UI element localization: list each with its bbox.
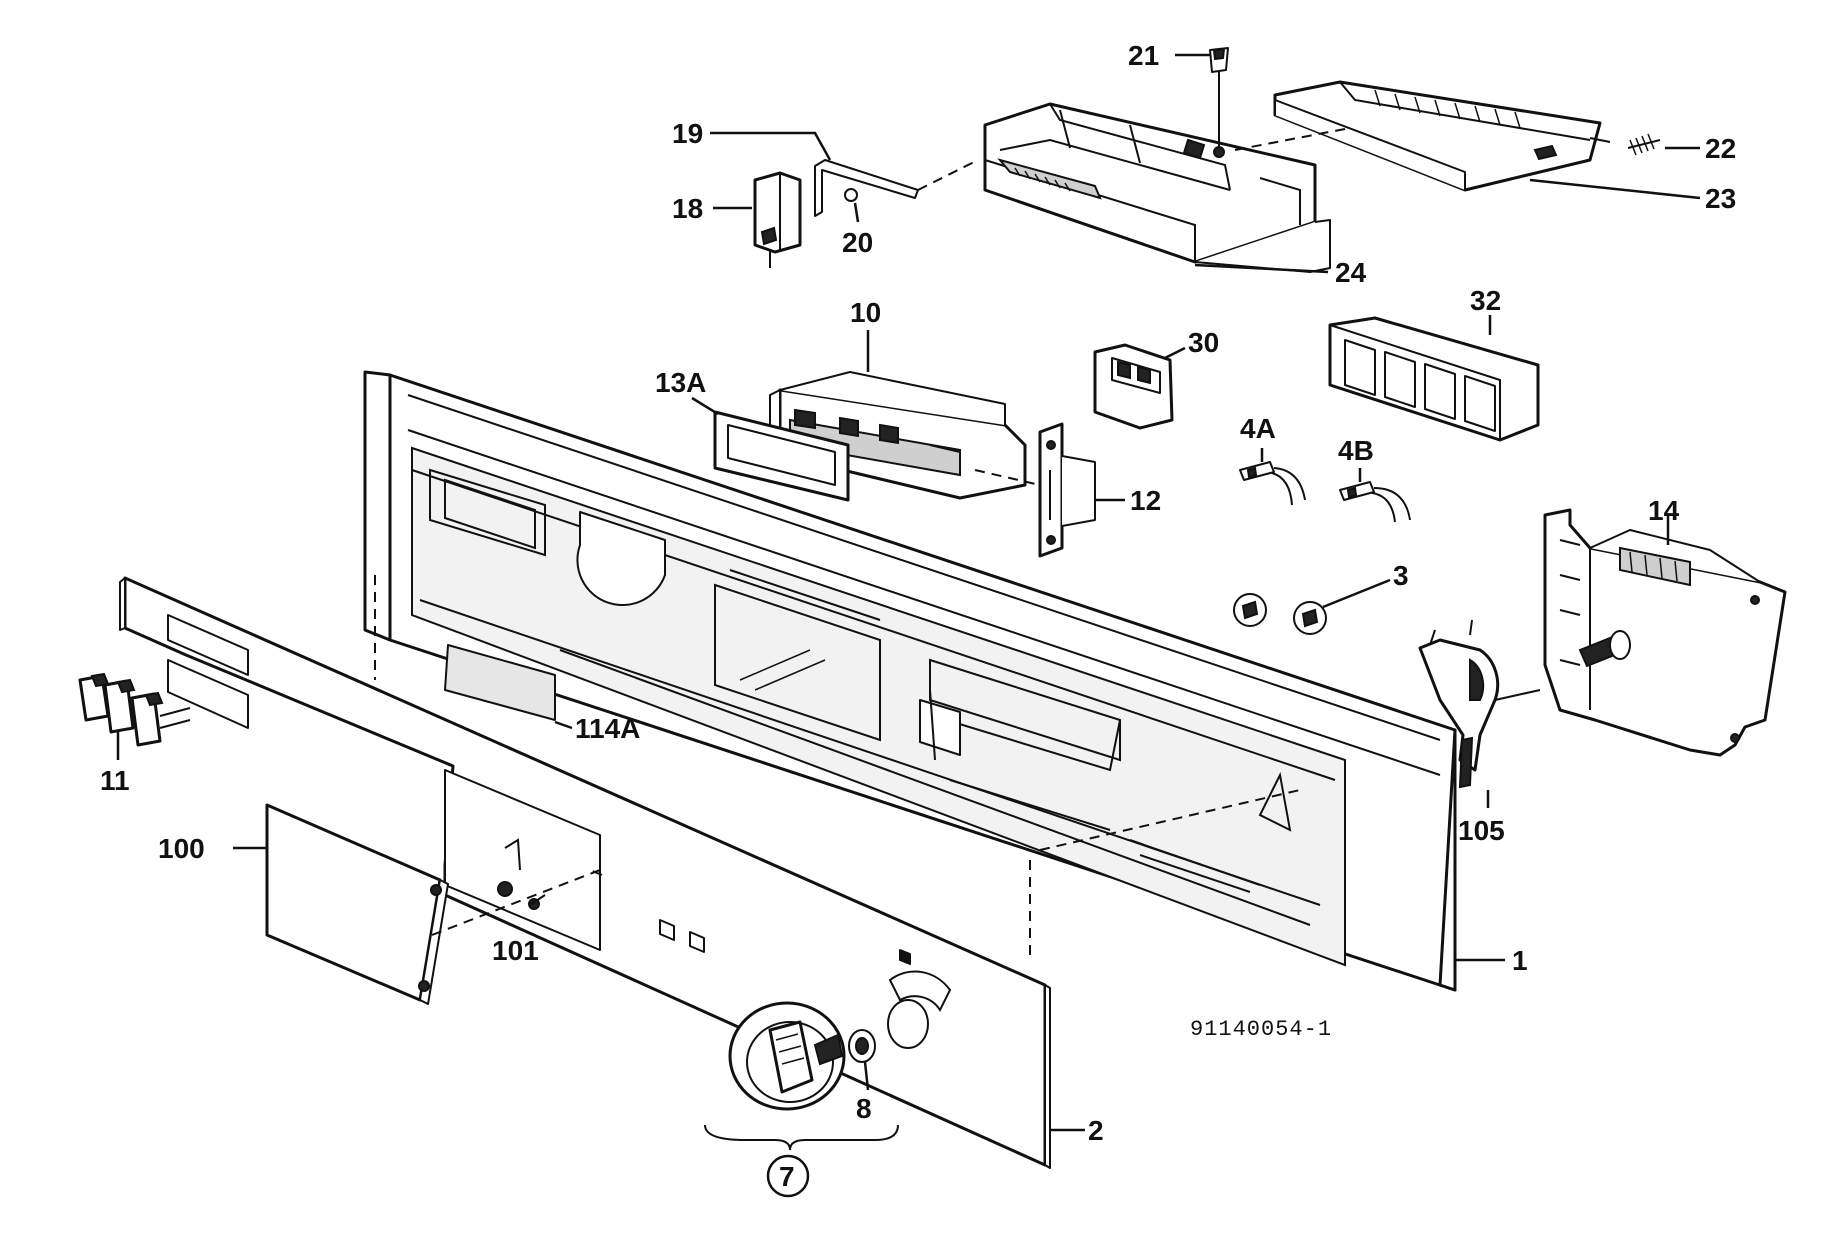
label-part-18: 18 (672, 193, 703, 224)
part-22-spring (1627, 133, 1700, 156)
label-part-4a: 4A (1240, 413, 1276, 444)
part-11-push-buttons (78, 672, 191, 760)
label-part-20: 20 (842, 227, 873, 258)
part-114a-label-insert (444, 644, 573, 730)
drawing-number: 91140054-1 (1190, 1017, 1332, 1042)
label-part-21: 21 (1128, 40, 1159, 71)
label-part-30: 30 (1188, 327, 1219, 358)
label-part-14: 14 (1648, 495, 1680, 526)
label-part-22: 22 (1705, 133, 1736, 164)
label-part-1: 1 (1512, 945, 1528, 976)
part-21-screw (1175, 47, 1229, 158)
label-part-114a: 114A (575, 713, 640, 744)
part-32-terminal-block (1328, 315, 1540, 442)
label-part-2: 2 (1088, 1115, 1104, 1146)
label-part-100: 100 (158, 833, 205, 864)
part-4a-4b-lamp-holders (1239, 448, 1411, 523)
part-3-lamps (1233, 578, 1391, 635)
part-labels: 1 2 3 4A 4B 7 8 10 11 12 13A 14 18 19 20… (100, 40, 1736, 1192)
label-part-8: 8 (856, 1093, 872, 1124)
label-part-10: 10 (850, 297, 881, 328)
part-24-upper-housing (983, 102, 1331, 274)
part-101-hinge-pins (431, 838, 603, 936)
part-13a-bezel (691, 396, 850, 502)
part-105-cam-lever (1418, 619, 1541, 808)
part-100-cover-plate (233, 803, 449, 1005)
part-7-8-knob-assembly (704, 1001, 899, 1198)
part-12-bracket (974, 422, 1125, 558)
part-30-connector (1093, 343, 1186, 430)
part-23-rear-housing (1234, 80, 1701, 200)
label-part-24: 24 (1335, 257, 1367, 288)
part-20-washer (844, 159, 979, 223)
label-part-19: 19 (672, 118, 703, 149)
part-1-console-frame (363, 370, 1457, 992)
label-part-13a: 13A (655, 367, 706, 398)
part-19-rod (710, 131, 919, 217)
label-part-11: 11 (100, 765, 130, 796)
label-part-32: 32 (1470, 285, 1501, 316)
part-14-timer-unit (1543, 508, 1787, 757)
label-part-12: 12 (1130, 485, 1161, 516)
label-part-101: 101 (492, 935, 539, 966)
leader-lines (374, 575, 1505, 1132)
part-18-switch (713, 171, 802, 268)
label-part-23: 23 (1705, 183, 1736, 214)
label-part-4b: 4B (1338, 435, 1374, 466)
label-part-7: 7 (779, 1161, 795, 1192)
label-part-105: 105 (1458, 815, 1505, 846)
label-part-3: 3 (1393, 560, 1409, 591)
